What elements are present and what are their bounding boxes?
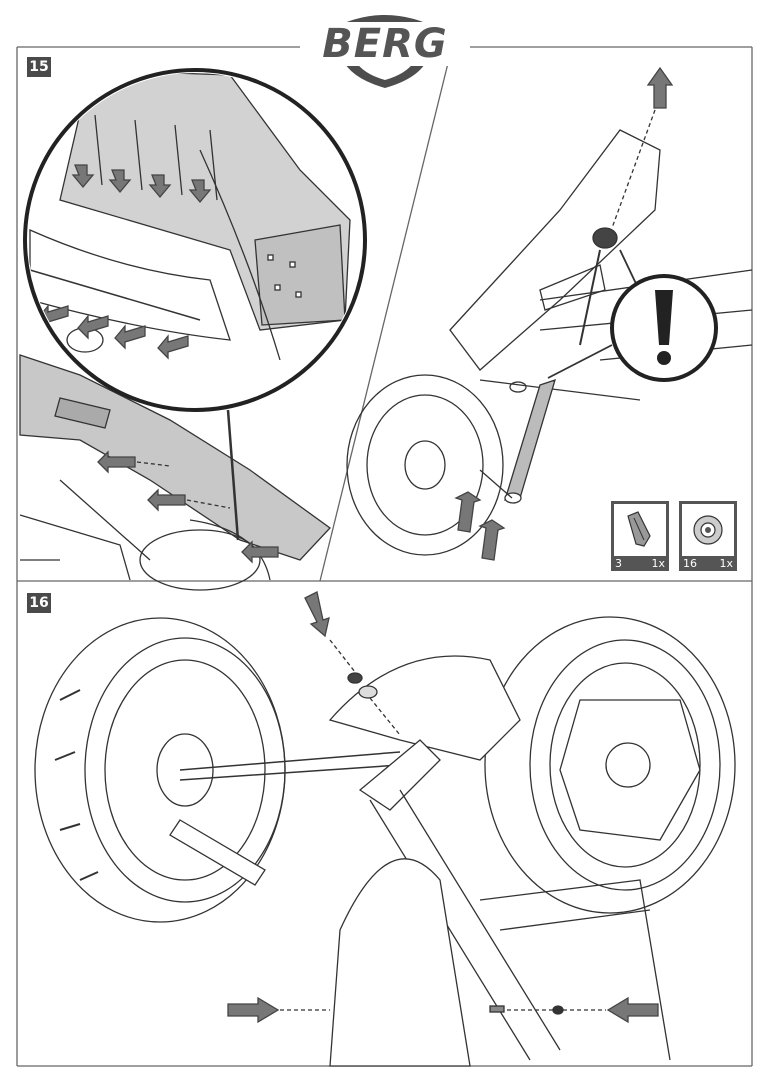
step16-illustration xyxy=(34,591,736,1067)
nut-driver-tool-icon xyxy=(627,511,651,547)
part-box: 16 1x xyxy=(679,501,737,571)
magnified-detail xyxy=(29,73,351,361)
step-number-badge: 16 xyxy=(27,593,51,613)
part-box: 3 1x xyxy=(611,501,669,571)
part-quantity: 1x xyxy=(651,557,665,570)
lock-nut-part-icon xyxy=(693,515,723,545)
brand-logo-text: BERG xyxy=(303,22,467,66)
step-number-badge: 15 xyxy=(27,57,51,77)
step15-right-illustration xyxy=(346,66,753,561)
part-number: 3 xyxy=(615,557,622,570)
part-number: 16 xyxy=(683,557,697,570)
part-quantity: 1x xyxy=(719,557,733,570)
